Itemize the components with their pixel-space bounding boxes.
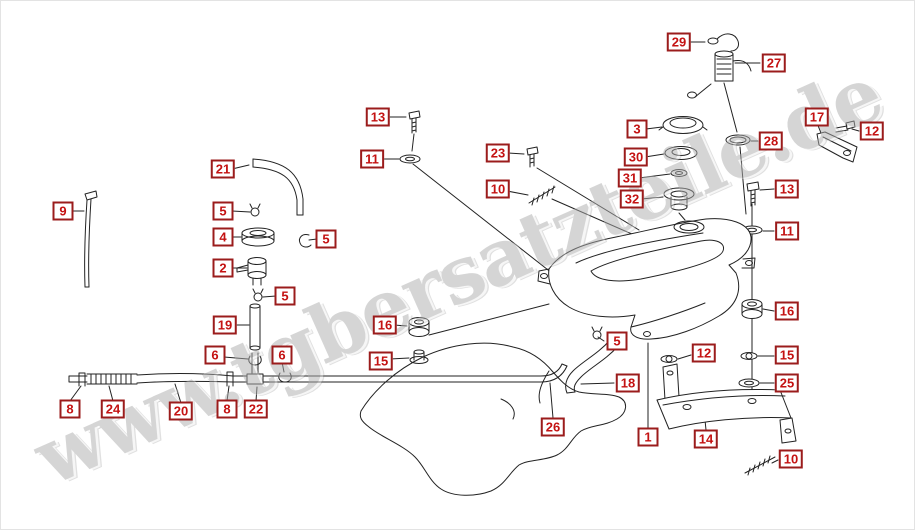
part-label-30[interactable]: 30 (623, 147, 649, 167)
part-label-1[interactable]: 1 (637, 427, 659, 447)
fuel-valve-assembly-drawing (236, 158, 312, 385)
part-label-24[interactable]: 24 (100, 399, 126, 419)
part-label-2[interactable]: 2 (212, 258, 234, 278)
part-label-18[interactable]: 18 (615, 373, 641, 393)
oring-drawing (725, 134, 751, 146)
part-label-28[interactable]: 28 (758, 131, 784, 151)
part-label-12[interactable]: 12 (691, 343, 717, 363)
part-label-5[interactable]: 5 (315, 229, 337, 249)
dipstick-drawing (84, 190, 98, 288)
part-label-22[interactable]: 22 (243, 399, 269, 419)
part-label-13[interactable]: 13 (774, 179, 800, 199)
part-label-31[interactable]: 31 (617, 168, 643, 188)
part-label-5[interactable]: 5 (212, 201, 234, 221)
top-bracket-drawing (816, 120, 858, 163)
part-label-15[interactable]: 15 (774, 345, 800, 365)
part-label-27[interactable]: 27 (761, 53, 787, 73)
part-label-13[interactable]: 13 (365, 107, 391, 127)
part-label-10[interactable]: 10 (485, 179, 511, 199)
leader-lines (69, 41, 860, 464)
part-label-5[interactable]: 5 (606, 331, 628, 351)
part-label-11[interactable]: 11 (775, 221, 799, 241)
part-label-32[interactable]: 32 (619, 189, 645, 209)
part-label-5[interactable]: 5 (274, 286, 296, 306)
part-label-23[interactable]: 23 (485, 143, 511, 163)
part-label-6[interactable]: 6 (271, 345, 293, 365)
mount-bracket-drawing (656, 363, 797, 444)
fuel-pump-drawing (687, 33, 752, 99)
part-label-21[interactable]: 21 (210, 159, 236, 179)
part-label-3[interactable]: 3 (626, 119, 648, 139)
part-label-16[interactable]: 16 (372, 315, 398, 335)
part-label-6[interactable]: 6 (204, 345, 226, 365)
part-label-8[interactable]: 8 (59, 399, 81, 419)
part-label-16[interactable]: 16 (774, 301, 800, 321)
part-label-15[interactable]: 15 (368, 351, 394, 371)
part-label-17[interactable]: 17 (804, 107, 830, 127)
part-label-11[interactable]: 11 (360, 149, 384, 169)
part-label-14[interactable]: 14 (693, 429, 719, 449)
part-label-12[interactable]: 12 (859, 121, 885, 141)
part-label-10[interactable]: 10 (778, 449, 804, 469)
part-label-4[interactable]: 4 (212, 227, 234, 247)
part-label-8[interactable]: 8 (216, 399, 238, 419)
part-label-20[interactable]: 20 (168, 401, 194, 421)
fuel-line-drawing (68, 363, 568, 387)
part-label-9[interactable]: 9 (52, 201, 74, 221)
fuel-cap-stack-drawing (658, 116, 708, 211)
part-label-25[interactable]: 25 (774, 373, 800, 393)
fuel-tank-drawing (537, 218, 756, 340)
frame-outline-drawing (359, 342, 626, 496)
part-label-29[interactable]: 29 (666, 32, 692, 52)
part-label-26[interactable]: 26 (540, 417, 566, 437)
part-label-19[interactable]: 19 (212, 315, 238, 335)
left-fasteners-drawing (399, 110, 556, 364)
